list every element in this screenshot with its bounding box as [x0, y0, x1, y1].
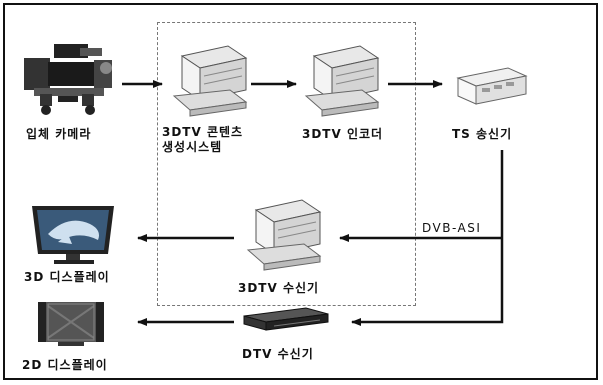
2d-display-icon	[38, 302, 104, 346]
broadcast-system-boundary	[157, 22, 416, 306]
3d-display-icon	[32, 206, 114, 264]
encoder-server-icon	[304, 45, 380, 117]
transmitter-label: TS 송신기	[452, 127, 513, 141]
production-label-line1: 3DTV 콘텐츠	[162, 125, 244, 139]
3dtv-receiver-icon	[246, 199, 322, 271]
production-label-line2: 생성시스템	[162, 140, 223, 154]
encoder-label: 3DTV 인코더	[302, 127, 384, 141]
ts-transmitter-icon	[456, 67, 528, 105]
dvb-asi-label: DVB-ASI	[422, 221, 482, 235]
camera-label: 입체 카메라	[26, 127, 92, 141]
production-server-icon	[172, 45, 248, 117]
dtv-receiver-icon	[243, 307, 329, 331]
production-label: 3DTV 콘텐츠 생성시스템	[162, 125, 243, 155]
stereo-camera-icon	[24, 44, 112, 115]
diagram-frame	[3, 3, 598, 380]
dtv-receiver-label: DTV 수신기	[242, 347, 314, 361]
2d-display-label: 2D 디스플레이	[22, 358, 108, 372]
3dtv-receiver-label: 3DTV 수신기	[238, 281, 320, 295]
3d-display-label: 3D 디스플레이	[24, 270, 110, 284]
feed-line-transmitter-down	[351, 150, 504, 326]
